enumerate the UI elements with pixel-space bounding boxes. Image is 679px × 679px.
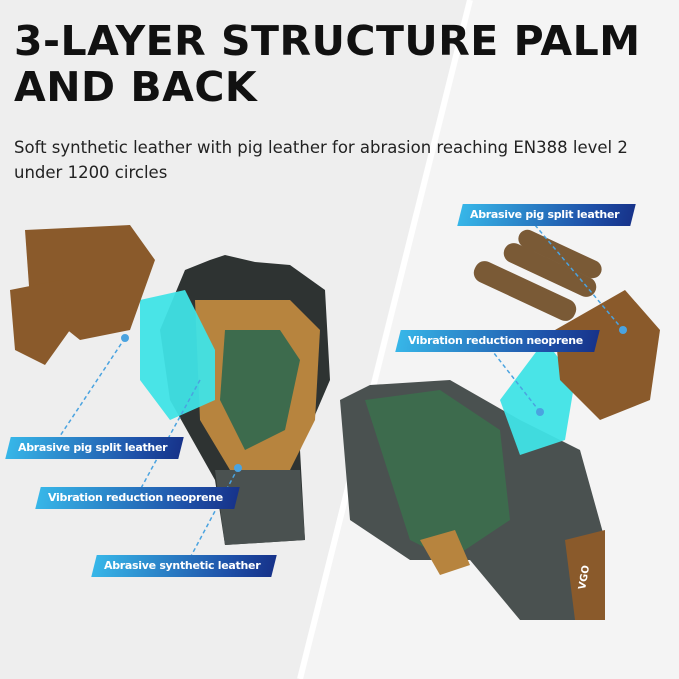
callout-lines xyxy=(59,224,624,559)
palm-glove-image xyxy=(10,225,330,545)
palm-label-pig-split-leather: Abrasive pig split leather xyxy=(5,437,184,459)
subtitle: Soft synthetic leather with pig leather … xyxy=(14,138,628,182)
back-glove-image: VGO xyxy=(340,229,660,620)
back-label-neoprene: Vibration reduction neoprene xyxy=(395,330,600,352)
palm-label-neoprene: Vibration reduction neoprene xyxy=(35,487,240,509)
palm-label-synthetic-leather: Abrasive synthetic leather xyxy=(91,555,278,577)
back-label-pig-split-leather: Abrasive pig split leather xyxy=(457,204,636,226)
brand-logo: VGO xyxy=(577,565,592,591)
page-title: 3-LAYER STRUCTURE PALM AND BACK xyxy=(14,17,641,111)
